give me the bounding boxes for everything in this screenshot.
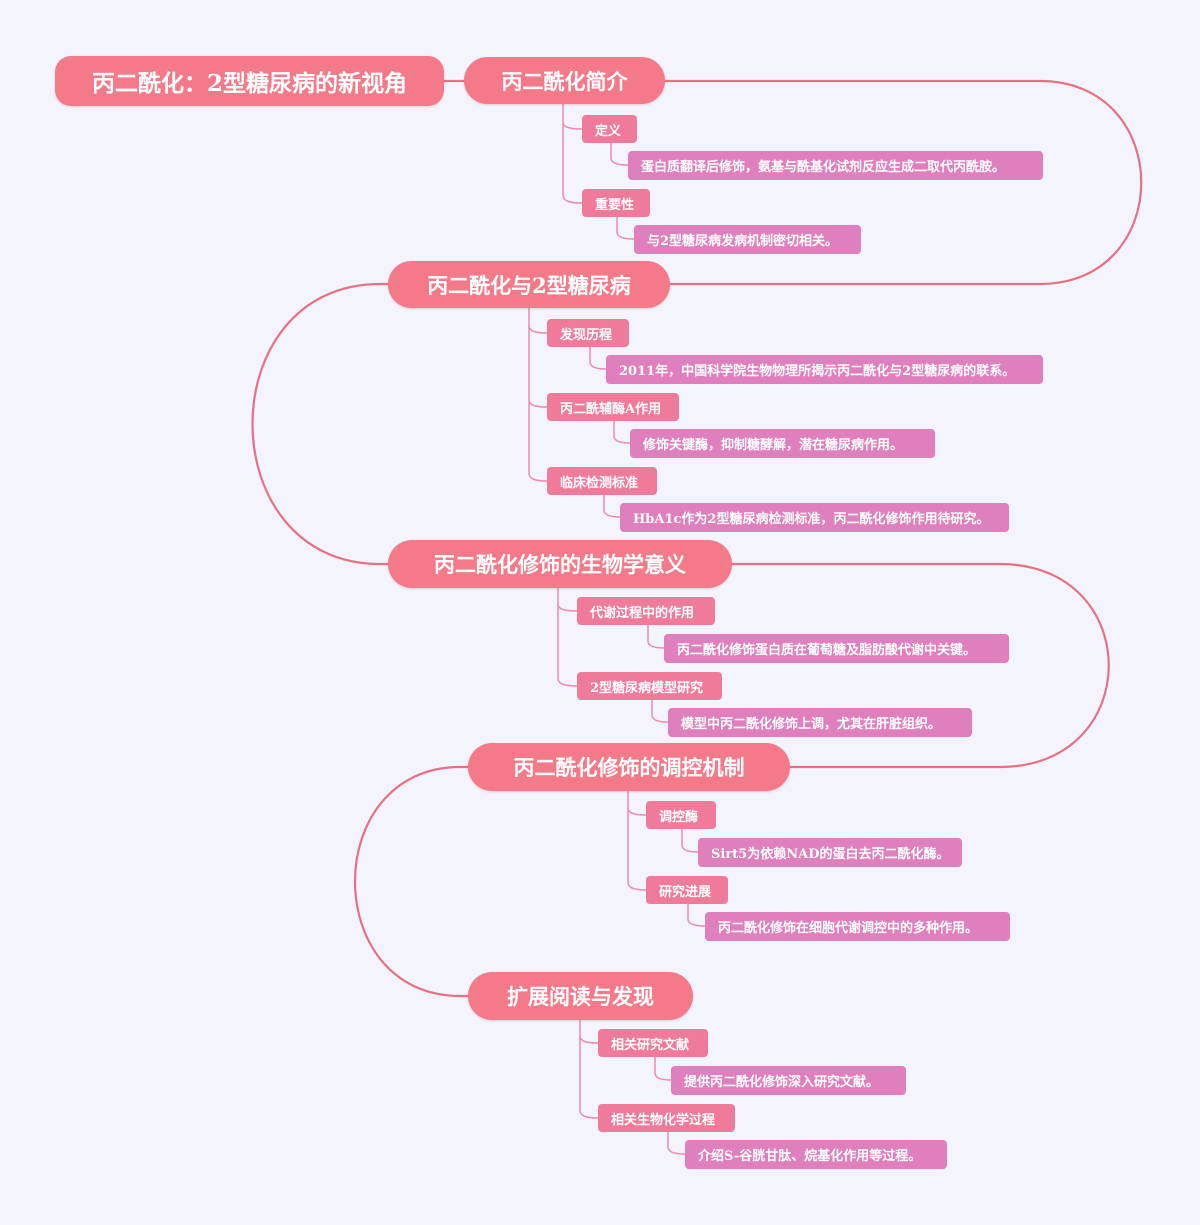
leaf-line-t2-2 (613, 420, 631, 444)
branch-line-t4 (627, 791, 647, 891)
connector-topic2-topic3 (251, 282, 388, 566)
subtopic-t2d-model[interactable]: 2型糖尿病模型研究 (577, 672, 722, 700)
subtopic-definition[interactable]: 定义 (582, 115, 637, 143)
leaf-line-t1-1 (610, 142, 629, 166)
branch-line-t5 (579, 1020, 599, 1119)
detail-importance[interactable]: 与2型糖尿病发病机制密切相关。 (634, 225, 861, 254)
leaf-line-t2-1 (589, 346, 607, 370)
subtopic-importance[interactable]: 重要性 (582, 189, 650, 217)
leaf-line-t3-1 (647, 624, 665, 649)
detail-biochemical-processes[interactable]: 介绍S-谷胱甘肽、烷基化作用等过程。 (685, 1140, 947, 1169)
subtopic-clinical-standard[interactable]: 临床检测标准 (547, 467, 657, 495)
subtopic-discovery[interactable]: 发现历程 (547, 319, 629, 347)
detail-discovery[interactable]: 2011年，中国科学院生物物理所揭示丙二酰化与2型糖尿病的联系。 (606, 355, 1043, 384)
detail-t2d-model[interactable]: 模型中丙二酰化修饰上调，尤其在肝脏组织。 (668, 708, 972, 737)
detail-related-literature[interactable]: 提供丙二酰化修饰深入研究文献。 (671, 1066, 906, 1095)
topic-regulation-mechanism[interactable]: 丙二酰化修饰的调控机制 (468, 743, 790, 791)
leaf-line-t1-2 (616, 216, 635, 240)
subtopic-biochemical-processes[interactable]: 相关生物化学过程 (598, 1104, 735, 1132)
topic-further-reading[interactable]: 扩展阅读与发现 (468, 972, 693, 1020)
leaf-line-t4-2 (687, 903, 706, 927)
detail-clinical-standard[interactable]: HbA1c作为2型糖尿病检测标准，丙二酰化修饰作用待研究。 (620, 503, 1009, 532)
subtopic-regulating-enzyme[interactable]: 调控酶 (646, 801, 716, 829)
topic-introduction[interactable]: 丙二酰化简介 (464, 57, 665, 104)
detail-research-progress[interactable]: 丙二酰化修饰在细胞代谢调控中的多种作用。 (705, 912, 1010, 941)
connector-topic4-topic5 (354, 765, 470, 998)
leaf-line-t3-2 (651, 699, 669, 723)
detail-definition[interactable]: 蛋白质翻译后修饰，氨基与酰基化试剂反应生成二取代丙酰胺。 (628, 151, 1043, 180)
connector-topic3-topic4 (730, 562, 1110, 769)
topic-biological-significance[interactable]: 丙二酰化修饰的生物学意义 (388, 540, 732, 588)
leaf-line-t4-1 (681, 828, 699, 853)
connector-topic1-topic2 (660, 79, 1143, 286)
leaf-line-t5-1 (654, 1056, 672, 1081)
detail-regulating-enzyme[interactable]: Sirt5为依赖NAD的蛋白去丙二酰化酶。 (698, 838, 962, 867)
leaf-line-t5-2 (667, 1131, 686, 1155)
branch-line-t1 (562, 104, 583, 204)
subtopic-malonyl-coa[interactable]: 丙二酰辅酶A作用 (547, 393, 679, 421)
central-topic[interactable]: 丙二酰化：2型糖尿病的新视角 (55, 56, 444, 106)
branch-line-t3 (557, 588, 578, 687)
subtopic-metabolic-role[interactable]: 代谢过程中的作用 (577, 597, 715, 625)
subtopic-related-literature[interactable]: 相关研究文献 (598, 1029, 708, 1057)
leaf-line-t2-3 (603, 494, 621, 518)
branch-line-t2 (528, 308, 548, 482)
subtopic-research-progress[interactable]: 研究进展 (646, 876, 728, 904)
detail-malonyl-coa[interactable]: 修饰关键酶，抑制糖酵解，潜在糖尿病作用。 (630, 429, 935, 458)
topic-malonylation-and-t2d[interactable]: 丙二酰化与2型糖尿病 (388, 261, 670, 308)
detail-metabolic-role[interactable]: 丙二酰化修饰蛋白质在葡萄糖及脂肪酸代谢中关键。 (664, 634, 1009, 663)
